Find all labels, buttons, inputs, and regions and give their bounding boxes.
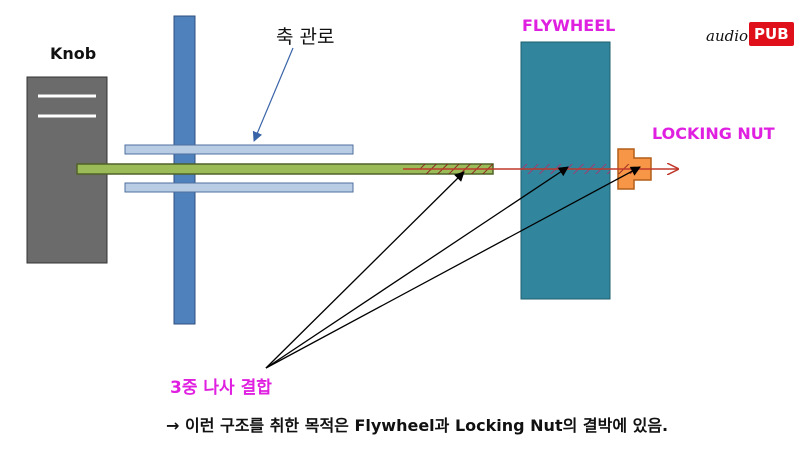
shaft-tube-upper xyxy=(124,144,354,155)
shaft-tube-label: 축 관로 xyxy=(276,26,335,48)
tube-callout-arrow xyxy=(252,47,294,142)
audiopub-logo: audio PUB xyxy=(706,20,794,46)
shaft-tube-lower xyxy=(124,182,354,193)
logo-badge: PUB xyxy=(749,22,794,46)
flywheel-label: FLYWHEEL xyxy=(522,16,616,35)
thread-pointer-flywheel xyxy=(265,166,569,369)
thread-pointer-nut xyxy=(265,166,641,369)
triple-thread-label: 3중 나사 결합 xyxy=(170,378,272,398)
logo-prefix: audio xyxy=(706,27,749,45)
purpose-note: → 이런 구조를 취한 목적은 Flywheel과 Locking Nut의 결… xyxy=(166,416,669,435)
locking-nut-label: LOCKING NUT xyxy=(652,124,775,143)
thread-pointer-shaft xyxy=(265,171,465,369)
knob-label: Knob xyxy=(50,44,97,63)
